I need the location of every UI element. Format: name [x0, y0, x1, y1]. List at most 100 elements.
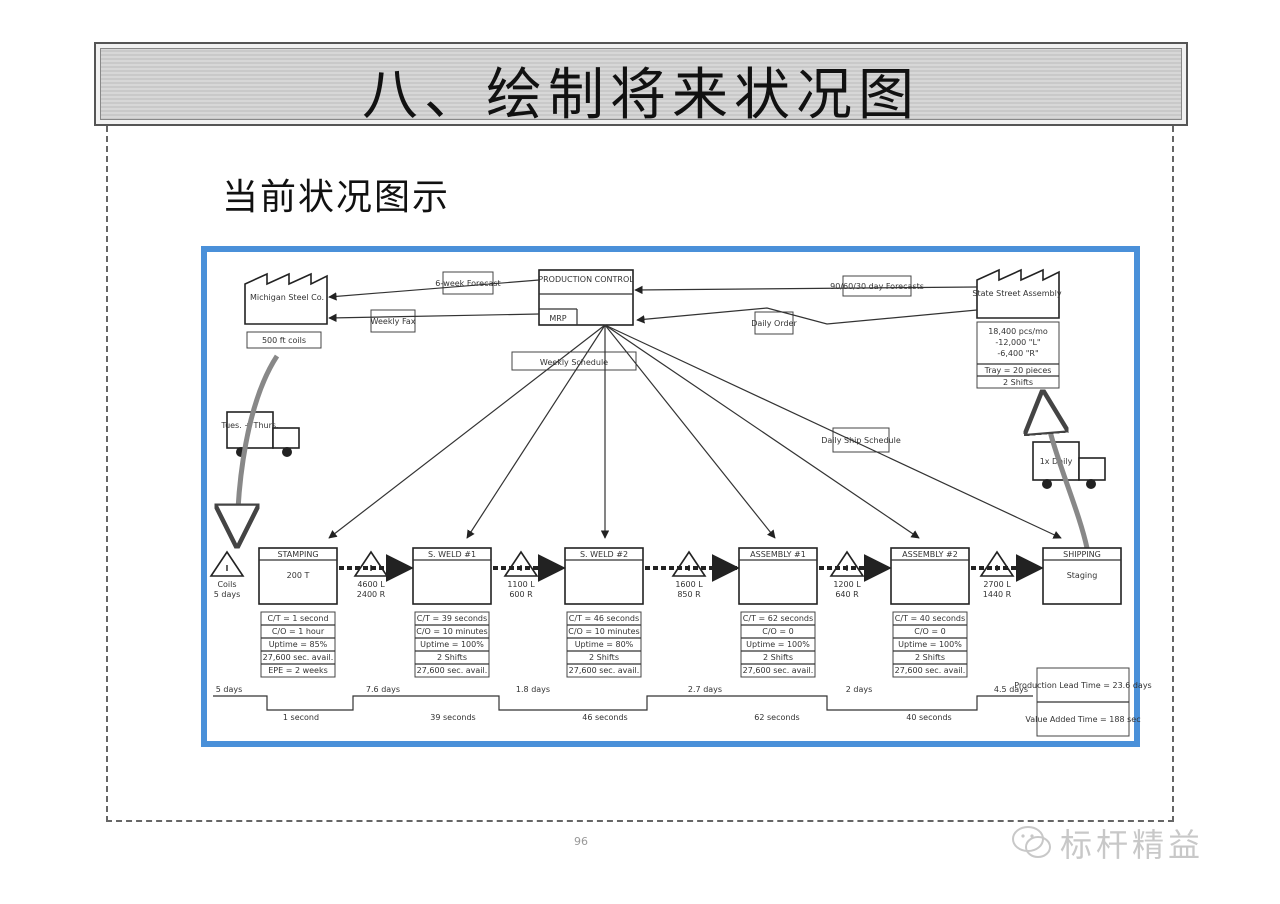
data-box-row: C/O = 10 minutes	[568, 627, 639, 636]
slide-frame	[106, 126, 1174, 822]
data-box-row: C/O = 1 hour	[272, 627, 325, 636]
svg-text:I: I	[226, 564, 229, 573]
data-box-row: 27,600 sec. avail.	[263, 653, 334, 662]
truck-icon-inbound: Tues. + Thurs.	[220, 411, 300, 457]
customer-tray: Tray = 20 pieces	[984, 366, 1052, 375]
timeline-days: 7.6 days	[366, 685, 400, 694]
schedule-arrow-assy1	[604, 324, 776, 539]
customer-left: -12,000 "L"	[995, 338, 1040, 347]
weekly-schedule: Weekly Schedule	[540, 358, 608, 367]
material-arrow-outbound	[1043, 394, 1090, 549]
production-control-box: PRODUCTION CONTROL MRP	[538, 269, 634, 326]
weekly-fax-box	[370, 309, 416, 333]
daily-ship-schedule: Daily Ship Schedule	[821, 436, 901, 445]
truck-out-label: 1x Daily	[1040, 457, 1073, 466]
data-box-row: C/O = 0	[914, 627, 945, 636]
truck-icon-outbound: 1x Daily	[1032, 441, 1106, 489]
inventory-qty: Coils	[217, 580, 236, 589]
value-stream-map: PRODUCTION CONTROL MRP Michigan Steel Co…	[201, 246, 1152, 747]
data-box-row: Uptime = 80%	[575, 640, 634, 649]
forecast-arrow-supplier	[328, 279, 540, 301]
supplier-name: Michigan Steel Co.	[250, 293, 324, 302]
lead-time-summary: Production Lead Time = 23.6 days Value A…	[1014, 667, 1152, 737]
supplier-data: 500 ft coils	[262, 336, 306, 345]
data-box-row: 27,600 sec. avail.	[569, 666, 640, 675]
process-name: S. WELD #1	[428, 550, 476, 559]
watermark: 标杆精益	[1010, 818, 1204, 868]
data-box-row: Uptime = 100%	[898, 640, 962, 649]
lead-time: Production Lead Time = 23.6 days	[1014, 681, 1151, 690]
data-box-row: 2 Shifts	[437, 653, 467, 662]
inventory-qty: 1100 L	[507, 580, 535, 589]
slide-title: 八、绘制将来状况图	[362, 63, 920, 128]
schedule-arrow-weld1	[466, 324, 606, 539]
customer-right: -6,400 "R"	[997, 349, 1038, 358]
data-box-row: 2 Shifts	[915, 653, 945, 662]
title-banner: 八、绘制将来状况图	[94, 42, 1188, 128]
weekly-fax: Weekly Fax	[371, 317, 416, 326]
schedule-arrow-assy2	[604, 324, 920, 539]
forecast-arrow-customer	[634, 285, 978, 295]
process-sub: Staging	[1067, 571, 1098, 580]
forecast-supplier: 6-week Forecast	[435, 279, 500, 288]
data-box-row: C/T = 1 second	[267, 614, 328, 623]
process-name: ASSEMBLY #1	[750, 550, 806, 559]
data-box-row: 2 Shifts	[763, 653, 793, 662]
inventory-qty: 850 R	[677, 590, 701, 599]
customer-factory: State Street Assembly 18,400 pcs/mo -12,…	[972, 268, 1062, 389]
inventory-qty: 1440 R	[983, 590, 1012, 599]
schedule-arrow-stamping	[328, 324, 606, 539]
inventory-qty: 600 R	[509, 590, 533, 599]
watermark-text: 标杆精益	[1060, 826, 1205, 864]
inventory-qty: 4600 L	[357, 580, 385, 589]
page-number: 96	[574, 835, 588, 848]
wechat-icon	[1012, 826, 1051, 858]
timeline-days: 2.7 days	[688, 685, 722, 694]
timeline-seconds: 62 seconds	[754, 713, 799, 722]
data-box-row: 27,600 sec. avail.	[743, 666, 814, 675]
inventory-qty: 1200 L	[833, 580, 861, 589]
process-name: STAMPING	[277, 550, 318, 559]
daily-order-box	[754, 311, 794, 335]
daily-order: Daily Order	[751, 319, 797, 328]
customer-shifts: 2 Shifts	[1003, 378, 1033, 387]
data-box-row: C/T = 39 seconds	[417, 614, 487, 623]
timeline-days: 1.8 days	[516, 685, 550, 694]
supplier-factory: Michigan Steel Co. 500 ft coils	[244, 272, 328, 349]
mrp-label: MRP	[549, 314, 566, 323]
data-box-row: 27,600 sec. avail.	[895, 666, 966, 675]
fax-arrow-supplier	[328, 313, 540, 323]
data-box-row: C/T = 46 seconds	[569, 614, 639, 623]
timeline-path	[213, 695, 1033, 711]
timeline-days: 2 days	[846, 685, 873, 694]
timeline-days: 5 days	[216, 685, 243, 694]
inventory-qty: 640 R	[835, 590, 859, 599]
data-box-row: C/O = 10 minutes	[416, 627, 487, 636]
inventory-qty: 1600 L	[675, 580, 703, 589]
timeline-seconds: 39 seconds	[430, 713, 475, 722]
process-name: S. WELD #2	[580, 550, 628, 559]
data-box-row: EPE = 2 weeks	[268, 666, 328, 675]
timeline-seconds: 1 second	[283, 713, 319, 722]
schedule-arrow-shipping	[604, 324, 1062, 539]
data-box-row: 27,600 sec. avail.	[417, 666, 488, 675]
process-sub: 200 T	[287, 571, 310, 580]
processing-time: Value Added Time = 188 sec	[1025, 715, 1140, 724]
forecast-box-right	[842, 275, 912, 297]
timeline-days: 4.5 days	[994, 685, 1028, 694]
inventory-qty: 2700 L	[983, 580, 1011, 589]
data-box-row: 2 Shifts	[589, 653, 619, 662]
